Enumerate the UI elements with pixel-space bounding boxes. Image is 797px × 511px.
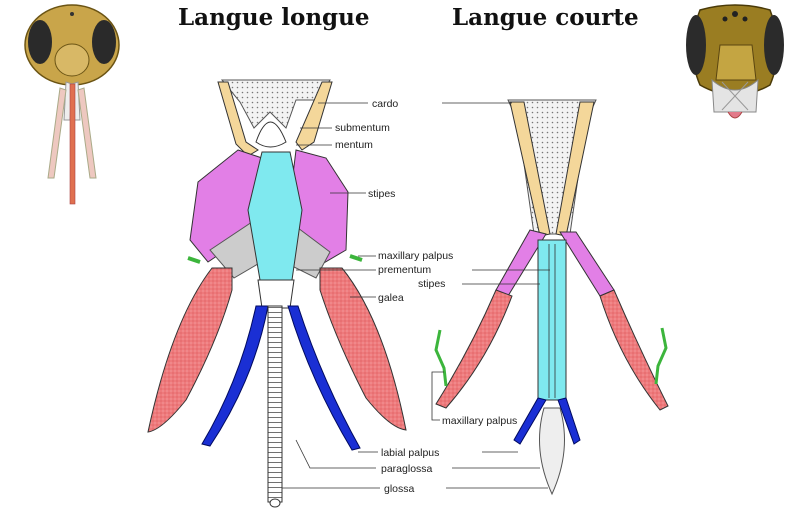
label-prementum: prementum	[378, 264, 431, 276]
glossa-short	[540, 408, 565, 494]
prementum-short	[538, 240, 566, 400]
stipes-right-short	[560, 232, 614, 296]
short-tongue-bee-head	[686, 5, 784, 118]
label-mentum: mentum	[335, 139, 373, 151]
short-tongue-mouthparts	[436, 100, 668, 494]
part-labels: cardo submentum mentum stipes maxillary …	[335, 98, 517, 495]
label-paraglossa: paraglossa	[381, 463, 433, 475]
label-labial-palpus: labial palpus	[381, 447, 439, 459]
maxillary-palpus-left-short	[436, 330, 446, 386]
glossa-long	[268, 306, 282, 502]
galea-right-short	[600, 290, 668, 410]
galea-left-short	[436, 290, 512, 408]
long-tongue-bee-head	[25, 5, 119, 204]
label-maxillary-palpus-short: maxillary palpus	[442, 415, 517, 427]
maxillary-palpus-right-short	[656, 328, 666, 384]
label-cardo: cardo	[372, 98, 398, 110]
label-glossa: glossa	[384, 483, 415, 495]
label-stipes-short: stipes	[418, 278, 445, 290]
label-maxillary-palpus-long: maxillary palpus	[378, 250, 453, 262]
label-stipes-long: stipes	[368, 188, 395, 200]
label-galea: galea	[378, 292, 404, 304]
label-submentum: submentum	[335, 122, 390, 134]
galea-left-long	[148, 268, 232, 432]
